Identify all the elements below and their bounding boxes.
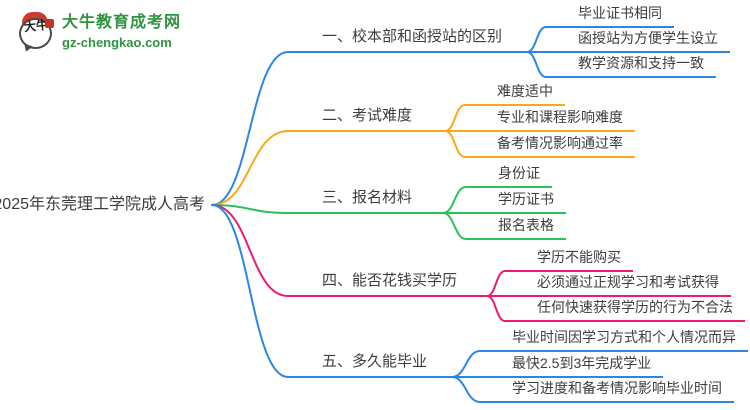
branch-node-3[interactable]: 三、报名材料 (288, 188, 443, 214)
link-branch-2-leaf-1 (444, 104, 466, 132)
logo-text: 大牛教育成考网 gz-chengkao.com (62, 14, 181, 50)
link-root-branch-4 (211, 204, 289, 297)
link-root-branch-2 (211, 130, 289, 206)
link-root-branch-1 (211, 51, 289, 206)
branch-node-5[interactable]: 五、多久能毕业 (288, 352, 452, 378)
leaf-node-5-3[interactable]: 学习进度和备考情况影响毕业时间 (480, 379, 734, 403)
leaf-node-5-2[interactable]: 最快2.5到3年完成学业 (480, 354, 664, 378)
link-branch-1-leaf-3 (526, 51, 547, 78)
leaf-node-1-2[interactable]: 函授站为方便学生设立 (546, 29, 730, 53)
link-branch-3-leaf-1 (442, 186, 467, 214)
branch-node-1[interactable]: 一、校本部和函授站的区别 (288, 27, 527, 53)
logo-bubble-tail (22, 43, 33, 54)
leaf-node-3-2[interactable]: 学历证书 (466, 190, 566, 214)
site-logo[interactable]: 大牛 大牛教育成考网 gz-chengkao.com (18, 12, 181, 54)
link-branch-1-leaf-1 (526, 26, 547, 53)
leaf-node-3-3[interactable]: 报名表格 (466, 216, 566, 240)
branch-node-2[interactable]: 二、考试难度 (288, 106, 445, 132)
leaf-node-1-3[interactable]: 教学资源和支持一致 (546, 54, 716, 78)
logo-title: 大牛教育成考网 (62, 14, 182, 31)
leaf-node-5-1[interactable]: 毕业时间因学习方式和个人情况而异 (480, 328, 748, 352)
leaf-node-3-1[interactable]: 身份证 (466, 164, 552, 188)
leaf-node-4-1[interactable]: 学历不能购买 (505, 248, 633, 272)
link-branch-4-leaf-1 (486, 270, 506, 297)
link-root-branch-5 (211, 204, 289, 378)
link-branch-4-leaf-3 (486, 295, 506, 322)
leaf-node-2-3[interactable]: 备考情况影响通过率 (465, 134, 635, 158)
branch-node-4[interactable]: 四、能否花钱买学历 (288, 271, 487, 297)
link-branch-5-leaf-1 (451, 350, 481, 378)
leaf-node-4-3[interactable]: 任何快速获得学历的行为不合法 (505, 298, 745, 322)
logo-url: gz-chengkao.com (62, 35, 172, 50)
link-branch-2-leaf-3 (444, 130, 466, 158)
cow-speech-bubble-icon: 大牛 (18, 12, 54, 54)
root-topic[interactable]: 2025年东莞理工学院成人高考 (0, 196, 205, 213)
leaf-node-1-1[interactable]: 毕业证书相同 (546, 4, 674, 28)
link-branch-5-leaf-3 (451, 376, 481, 403)
leaf-node-2-1[interactable]: 难度适中 (465, 82, 565, 106)
leaf-node-4-2[interactable]: 必须通过正规学习和考试获得 (505, 273, 731, 297)
leaf-node-2-2[interactable]: 专业和课程影响难度 (465, 108, 635, 132)
link-branch-3-leaf-3 (442, 212, 467, 240)
logo-red-seal-icon (45, 19, 54, 28)
link-root-branch-3 (211, 204, 289, 214)
